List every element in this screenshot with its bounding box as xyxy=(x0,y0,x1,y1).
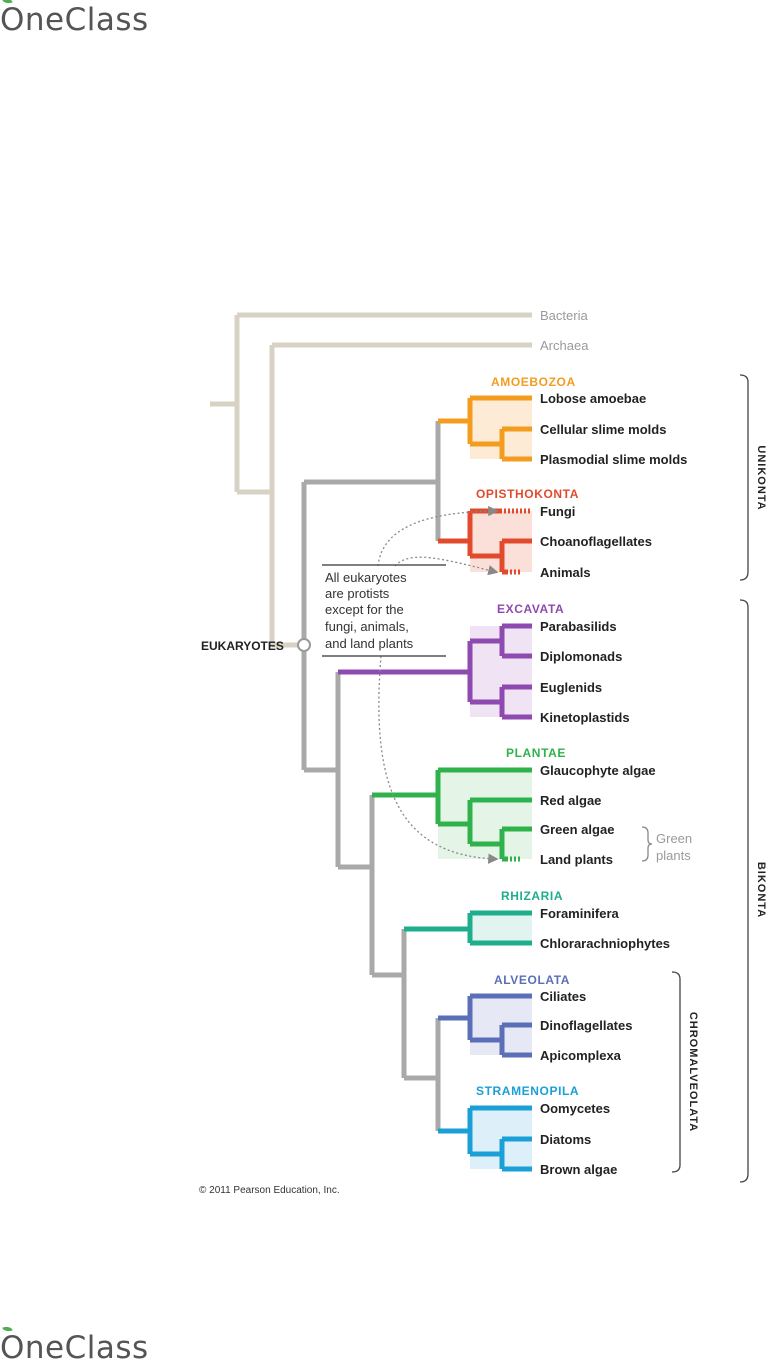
taxon-label: Dinoflagellates xyxy=(540,1018,632,1033)
rhizaria-shade xyxy=(470,913,532,943)
stramenopila-branches xyxy=(438,1105,532,1172)
rhizaria-branches xyxy=(404,910,532,946)
plantae-branches xyxy=(372,767,532,862)
taxon-label: Apicomplexa xyxy=(540,1048,622,1063)
taxon-label: Chlorarachniophytes xyxy=(540,936,670,951)
green-plants-label-2: plants xyxy=(656,848,691,863)
supergroup-unikonta: UNIKONTA xyxy=(755,445,767,510)
group-title-plantae: PLANTAE xyxy=(506,746,566,760)
taxon-label: Oomycetes xyxy=(540,1101,610,1116)
taxon-label: Red algae xyxy=(540,793,601,808)
note-line: are protists xyxy=(325,586,390,601)
green-plants-bracket xyxy=(641,826,653,862)
excavata-branches xyxy=(338,623,532,720)
taxon-label: Animals xyxy=(540,565,591,580)
label-bacteria: Bacteria xyxy=(540,308,588,323)
taxon-label: Kinetoplastids xyxy=(540,710,630,725)
unikonta-bracket xyxy=(739,374,749,581)
taxon-label: Foraminifera xyxy=(540,906,620,921)
taxon-label: Choanoflagellates xyxy=(540,534,652,549)
alveolata-branches xyxy=(438,993,532,1058)
group-title-amoebozoa: AMOEBOZOA xyxy=(491,375,576,389)
supergroup-chromalveolata: CHROMALVEOLATA xyxy=(687,1012,699,1132)
brand-o: O xyxy=(0,0,25,38)
note-line: fungi, animals, xyxy=(325,619,409,634)
copyright-text: © 2011 Pearson Education, Inc. xyxy=(199,1185,340,1196)
brand-o: O xyxy=(0,1324,25,1366)
taxon-label: Diplomonads xyxy=(540,649,622,664)
note-line: except for the xyxy=(325,602,404,617)
root-label: EUKARYOTES xyxy=(201,639,284,653)
outgroup-branches xyxy=(210,312,532,648)
group-title-opisthokonta: OPISTHOKONTA xyxy=(476,487,579,501)
note-line: All eukaryotes xyxy=(325,570,407,585)
eukaryote-root-node xyxy=(297,638,311,652)
amoebozoa-branches xyxy=(438,395,532,462)
brand-name: neClass xyxy=(24,2,149,38)
taxon-label: Parabasilids xyxy=(540,619,617,634)
opisthokonta-dashed xyxy=(500,508,532,575)
taxon-label: Cellular slime molds xyxy=(540,422,666,437)
brand-name: neClass xyxy=(24,1330,149,1366)
taxon-label: Brown algae xyxy=(540,1162,617,1177)
label-archaea: Archaea xyxy=(540,338,589,353)
group-title-rhizaria: RHIZARIA xyxy=(501,889,563,903)
supergroup-bikonta: BIKONTA xyxy=(755,862,767,918)
taxon-label: Euglenids xyxy=(540,680,602,695)
chromalveolata-bracket xyxy=(671,971,681,1173)
eukaryote-backbone xyxy=(301,421,441,1131)
taxon-label: Diatoms xyxy=(540,1132,591,1147)
taxon-label: Fungi xyxy=(540,504,575,519)
bikonta-bracket xyxy=(739,599,749,1183)
group-title-excavata: EXCAVATA xyxy=(497,602,564,616)
taxon-label: Land plants xyxy=(540,852,613,867)
taxon-label: Green algae xyxy=(540,822,614,837)
group-title-stramenopila: STRAMENOPILA xyxy=(476,1084,579,1098)
taxon-label: Glaucophyte algae xyxy=(540,763,656,778)
group-title-alveolata: ALVEOLATA xyxy=(494,973,570,987)
note-line: and land plants xyxy=(325,636,414,651)
taxon-label: Ciliates xyxy=(540,989,586,1004)
green-plants-label-1: Green xyxy=(656,831,692,846)
taxon-label: Plasmodial slime molds xyxy=(540,452,687,467)
taxon-label: Lobose amoebae xyxy=(540,391,646,406)
note-arrows xyxy=(377,505,499,864)
